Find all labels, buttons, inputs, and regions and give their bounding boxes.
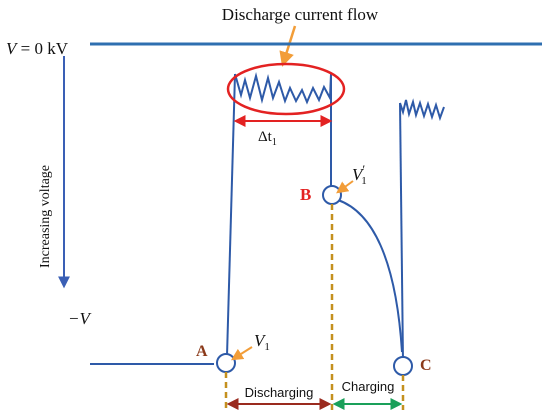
v1-pointer-arrow: [230, 346, 253, 361]
trace-rise-from-c: [399, 102, 404, 363]
v1-prime-label: V′1: [352, 162, 367, 187]
delta-t-label: Δt1: [258, 129, 277, 148]
increasing-voltage-label: Increasing voltage: [38, 165, 53, 268]
point-b-label: B: [300, 185, 311, 204]
charging-curve: [337, 199, 403, 353]
second-oscillation: [399, 98, 445, 122]
diagram-title: Discharge current flow: [222, 5, 379, 24]
discharge-current-ellipse: [226, 62, 346, 116]
discharge-oscillation: [234, 72, 332, 105]
point-c-label: C: [420, 357, 432, 374]
zero-voltage-label: V = 0 kV: [6, 39, 69, 58]
v1-label: V1: [254, 331, 270, 353]
point-c-marker: [393, 356, 413, 376]
discharge-trace-rise: [226, 73, 236, 357]
discharging-label: Discharging: [245, 385, 314, 400]
negative-voltage-label: −V: [68, 309, 92, 328]
v1-prime-pointer-arrow: [336, 180, 354, 194]
charging-label: Charging: [342, 379, 395, 394]
point-b-marker: [322, 185, 342, 205]
point-a-label: A: [196, 343, 208, 360]
point-a-marker: [216, 353, 236, 373]
